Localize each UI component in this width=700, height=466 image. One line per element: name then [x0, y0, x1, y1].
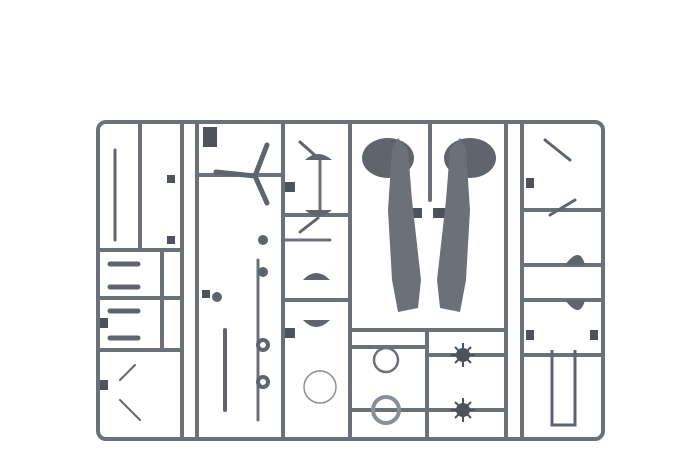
canopy-rings — [303, 346, 401, 425]
propeller — [213, 142, 270, 206]
small-wheels — [212, 235, 270, 389]
fuselage-half-left — [362, 138, 421, 312]
engine-cylinders — [451, 343, 475, 422]
bombs-and-guns — [107, 138, 577, 421]
exhaust-stacks — [550, 350, 577, 427]
wheel-halves — [303, 154, 585, 327]
attachment-gates — [100, 127, 598, 390]
fuselage-half-right — [437, 138, 496, 312]
sprue-frame — [96, 120, 605, 441]
